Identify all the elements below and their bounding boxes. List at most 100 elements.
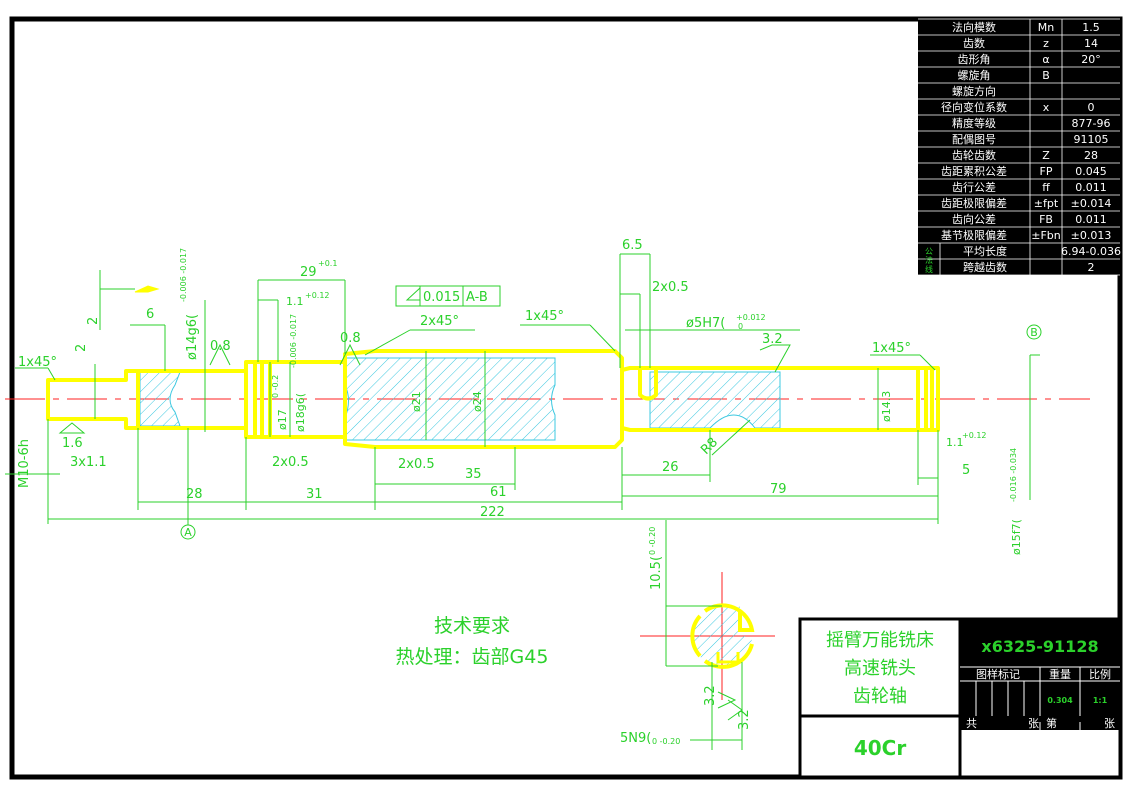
param-symbol: ff [1042, 181, 1050, 194]
dim-1-1-right-tol: +0.12 [962, 431, 987, 440]
dim-6: 6 [146, 307, 154, 322]
section-dim-5n9-tol: 0 -0.20 [652, 737, 680, 746]
section-outline [690, 603, 755, 669]
technical-requirements: 技术要求 热处理：齿部G45 [396, 615, 549, 668]
param-name: 齿距累积公差 [941, 164, 1007, 178]
section-hatch [692, 606, 752, 666]
dia-15f7-tol: -0.016 -0.034 [1009, 448, 1018, 502]
notes-line1: 热处理：齿部G45 [396, 646, 549, 668]
param-symbol: FP [1040, 165, 1053, 178]
param-name: 螺旋角 [958, 68, 991, 82]
dim-5: 5 [962, 463, 970, 478]
param-name: 法向模数 [952, 20, 996, 34]
dim-1-1-right: 1.1 [946, 436, 964, 449]
param-value: 0 [1088, 101, 1095, 114]
sheet-total-label: 共 [966, 717, 977, 730]
param-row: 齿距极限偏差±fpt±0.014 [941, 196, 1111, 210]
param-value: 0.011 [1075, 213, 1107, 226]
dia-18g6: ø18g6( [294, 393, 307, 432]
param-name: 径向变位系数 [941, 100, 1007, 114]
hdr-mark: 图样标记 [976, 667, 1020, 681]
chamfer-1x45-mid: 1x45° [525, 309, 564, 324]
roughness-1-6: 1.6 [62, 436, 83, 451]
param-name: 齿向公差 [952, 212, 996, 226]
param-row: 齿形角 α 20° [958, 53, 1101, 66]
param-row: 跨越齿数 2 [963, 260, 1095, 274]
dim-26: 26 [662, 460, 679, 475]
hdr-weight: 重量 [1049, 667, 1071, 681]
dim-2x0-5a: 2x0.5 [272, 455, 309, 470]
dim-31: 31 [306, 487, 323, 502]
scale-value: 1:1 [1093, 696, 1108, 705]
param-row: 基节极限偏差±Fbn±0.013 [941, 228, 1111, 242]
dim-2x0-5b: 2x0.5 [398, 457, 435, 472]
keyway-tol: +0.012 [736, 313, 766, 322]
dia-24: ø24 [471, 391, 484, 412]
part-name-line2: 高速铣头 [844, 658, 916, 679]
param-symbol: α [1042, 53, 1049, 66]
param-name: 平均长度 [963, 244, 1007, 258]
param-row: 螺旋方向 [952, 84, 996, 98]
section-dim-5n9: 5N9( [620, 731, 651, 746]
sheet-unit-1: 张 [1028, 717, 1039, 730]
param-side-label-2: 法 [925, 255, 933, 265]
runout-value: 0.015 [423, 290, 460, 305]
dia-14g6: ø14g6( [185, 314, 200, 360]
param-name: 精度等级 [952, 116, 996, 130]
param-value: 28 [1084, 149, 1098, 162]
param-value: 2 [1088, 261, 1095, 274]
param-symbol: FB [1039, 213, 1053, 226]
gear-hatch-section [344, 357, 556, 441]
dim-1-1-tol: +0.12 [305, 291, 330, 300]
section-keyway [716, 652, 740, 664]
drawing-no-cell [960, 619, 1120, 667]
param-side-label-3: 线 [925, 264, 933, 274]
param-name: 齿行公差 [952, 180, 996, 194]
dim-29: 29 [300, 265, 317, 280]
weight-value: 0.304 [1047, 696, 1073, 705]
dim-6-5: 6.5 [622, 238, 643, 253]
dia-15f7: ø15f7( [1010, 519, 1023, 555]
param-row: 齿向公差 FB 0.011 [952, 212, 1107, 226]
dim-35: 35 [465, 467, 482, 482]
dia-17: ø17 [276, 409, 289, 430]
dim-222: 222 [480, 505, 505, 520]
chamfer-2x45: 2x45° [420, 314, 459, 329]
thread-m10: M10-6h [17, 439, 32, 488]
section-roughness-a: 3.2 [703, 685, 718, 706]
dim-29-tol: +0.1 [318, 259, 337, 268]
param-value: 20° [1081, 53, 1101, 66]
hdr-scale: 比例 [1089, 667, 1111, 681]
param-value: 0.011 [1075, 181, 1107, 194]
section-dim-10-5: 10.5( [649, 556, 664, 590]
param-symbol: z [1043, 37, 1049, 50]
section-roughness-b: 3.2 [737, 709, 752, 730]
param-value: 0.045 [1075, 165, 1107, 178]
datum-b: B [1030, 326, 1038, 339]
dim-28: 28 [186, 487, 203, 502]
section-dim-10-5-tol: 0 -0.20 [648, 527, 657, 555]
dia-21: ø21 [410, 391, 423, 412]
roughness-0-8b: 0.8 [340, 331, 361, 346]
param-symbol: ±Fbn [1031, 229, 1061, 242]
chamfer-1x45-left: 1x45° [18, 355, 57, 370]
dia-17-tol: 0 -0.2 [271, 375, 280, 398]
param-row: 齿行公差 ff 0.011 [952, 180, 1107, 194]
param-name: 跨越齿数 [963, 260, 1007, 274]
material: 40Cr [854, 736, 907, 760]
left-hatch-section [139, 371, 181, 427]
runout-datum: A-B [466, 290, 488, 305]
param-side-label-1: 公 [925, 247, 933, 256]
right-shaft-segment [621, 366, 920, 432]
dim-2x0-5-top: 2x0.5 [652, 280, 689, 295]
param-value: 6.94-0.036 [1061, 245, 1121, 258]
param-name: 齿形角 [958, 53, 991, 66]
param-value: 14 [1084, 37, 1098, 50]
